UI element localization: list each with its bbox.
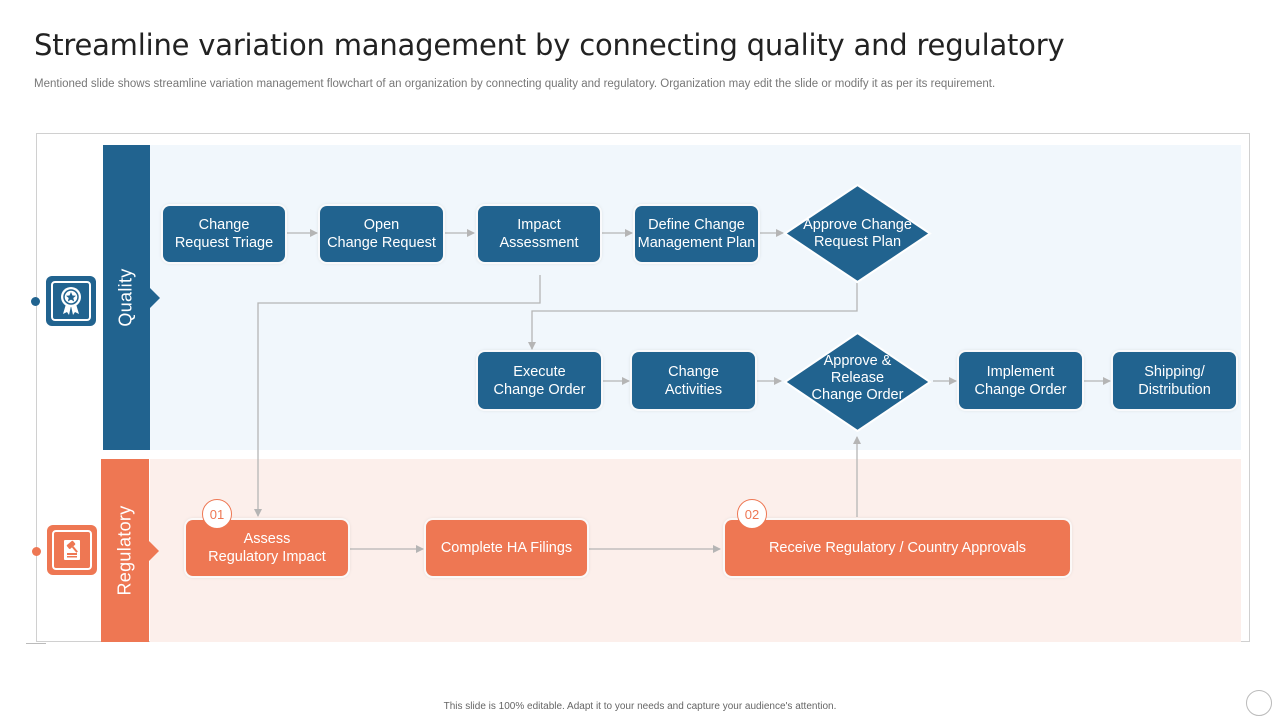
slide-subtitle: Mentioned slide shows streamline variati… (34, 78, 996, 90)
regulatory-lane-bar: Regulatory (101, 459, 159, 642)
quality-lane-bar: Quality (103, 145, 160, 450)
decision-approve-release-change-order-label: Approve & Release Change Order (811, 352, 904, 403)
node-execute-change-order: Execute Change Order (478, 352, 601, 409)
node-open-change-request: Open Change Request (320, 206, 443, 262)
step-badge-01: 01 (202, 499, 232, 529)
slide-title: Streamline variation management by conne… (34, 28, 1065, 62)
diamond-shape (783, 183, 932, 284)
corner-circle-icon (1246, 690, 1272, 716)
decision-approve-change-request-plan-label: Approve Change Request Plan (803, 216, 912, 250)
gavel-document-icon (64, 540, 80, 560)
connector-impact-to-assess (254, 275, 541, 517)
node-receive-regulatory-approvals: Receive Regulatory / Country Approvals (725, 520, 1070, 576)
node-define-change-management-plan: Define Change Management Plan (635, 206, 758, 262)
regulatory-dot (32, 547, 41, 556)
node-change-activities: Change Activities (632, 352, 755, 409)
connector-approve-to-execute (528, 283, 858, 350)
quality-lane-arrow (150, 287, 160, 308)
node-implement-change-order: Implement Change Order (959, 352, 1082, 409)
frame-tick (26, 643, 46, 644)
decision-approve-release-change-order: Approve & Release Change Order (783, 331, 932, 433)
step-badge-02: 02 (737, 499, 767, 529)
node-change-request-triage: Change Request Triage (163, 206, 285, 262)
node-complete-ha-filings: Complete HA Filings (426, 520, 587, 576)
node-impact-assessment: Impact Assessment (478, 206, 600, 262)
node-shipping-distribution: Shipping/ Distribution (1113, 352, 1236, 409)
award-ribbon-icon (61, 287, 81, 315)
decision-approve-change-request-plan: Approve Change Request Plan (783, 183, 932, 284)
node-assess-regulatory-impact: Assess Regulatory Impact (186, 520, 348, 576)
diamond-shape (783, 331, 932, 433)
slide-footer: This slide is 100% editable. Adapt it to… (443, 701, 837, 712)
regulatory-lane-arrow (149, 540, 159, 561)
regulatory-icon-tile (47, 525, 97, 575)
quality-icon-tile (46, 276, 96, 326)
quality-dot (31, 297, 40, 306)
